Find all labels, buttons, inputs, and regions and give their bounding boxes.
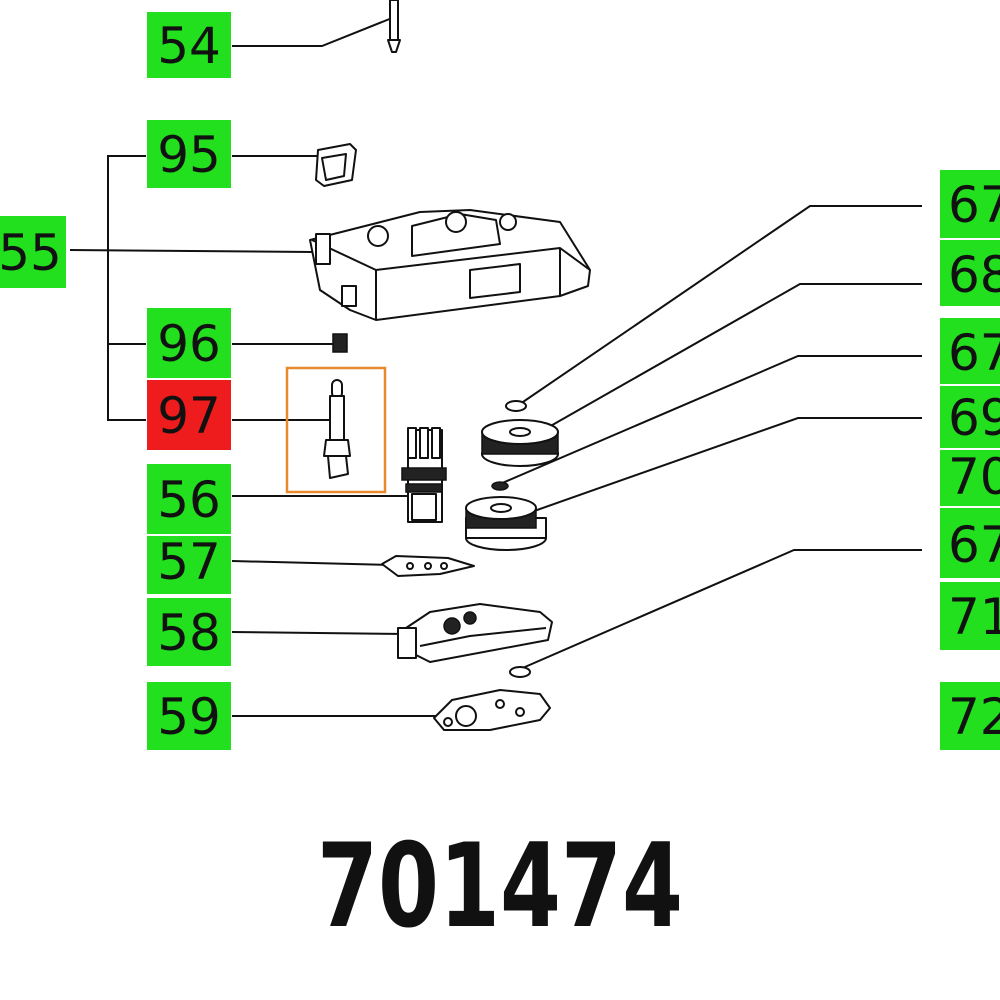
label-55[interactable]: 55	[0, 216, 66, 288]
leader-54	[232, 17, 393, 47]
selection-highlight-box	[285, 366, 387, 494]
part-59-base-plate	[433, 689, 551, 731]
svg-text:71: 71	[948, 588, 1000, 646]
part-54-pin	[387, 0, 401, 53]
svg-text:68: 68	[948, 246, 1000, 304]
part-56-cam-assembly	[401, 427, 447, 523]
leader-55	[69, 249, 313, 253]
leader-69-70	[519, 417, 922, 517]
label-69[interactable]: 69	[940, 386, 1000, 448]
bracket-95-97	[107, 155, 146, 421]
leader-58	[231, 631, 409, 635]
svg-text:67: 67	[948, 516, 1000, 574]
part-68-gear	[481, 419, 559, 467]
part-67a-washer	[505, 400, 527, 412]
label-96[interactable]: 96	[147, 308, 231, 378]
leader-68	[539, 283, 922, 433]
svg-text:69: 69	[948, 389, 1000, 447]
label-68[interactable]: 68	[940, 240, 1000, 306]
svg-text:67: 67	[948, 324, 1000, 382]
svg-text:70: 70	[948, 448, 1000, 506]
leader-67a	[519, 205, 922, 405]
part-96-block	[332, 333, 348, 353]
label-95[interactable]: 95	[147, 120, 231, 188]
leader-67c	[517, 549, 922, 671]
leader-67b	[499, 355, 922, 485]
label-67c[interactable]: 67	[940, 508, 1000, 578]
label-70[interactable]: 70	[940, 448, 1000, 506]
label-58[interactable]: 58	[147, 598, 231, 666]
label-59[interactable]: 59	[147, 682, 231, 750]
svg-text:54: 54	[157, 17, 221, 75]
svg-text:72: 72	[948, 688, 1000, 746]
svg-text:55: 55	[0, 224, 62, 282]
svg-text:56: 56	[157, 471, 221, 529]
svg-text:96: 96	[157, 315, 221, 373]
svg-text:97: 97	[157, 387, 221, 445]
label-56[interactable]: 56	[147, 464, 231, 534]
label-67b[interactable]: 67	[940, 318, 1000, 384]
svg-text:58: 58	[157, 604, 221, 662]
part-67b-washer	[491, 481, 509, 491]
svg-text:67: 67	[948, 176, 1000, 234]
part-67c-washer	[509, 666, 531, 678]
part-97-plunger	[323, 379, 351, 479]
label-57[interactable]: 57	[147, 533, 231, 594]
part-number: 701474	[317, 819, 683, 954]
leader-57	[231, 560, 391, 566]
label-71[interactable]: 71	[940, 582, 1000, 650]
part-69-70-gear	[465, 496, 547, 551]
svg-text:59: 59	[157, 688, 221, 746]
label-54[interactable]: 54	[147, 12, 231, 78]
label-97[interactable]: 97	[147, 380, 231, 450]
part-58-lever	[397, 603, 553, 663]
label-72[interactable]: 72	[940, 682, 1000, 750]
part-57-plate	[381, 555, 475, 577]
leader-lines	[69, 17, 922, 717]
svg-text:57: 57	[157, 533, 221, 591]
part-55-housing	[309, 209, 591, 321]
label-67a[interactable]: 67	[940, 170, 1000, 238]
part-95-clip	[315, 143, 357, 187]
svg-text:95: 95	[157, 126, 221, 184]
